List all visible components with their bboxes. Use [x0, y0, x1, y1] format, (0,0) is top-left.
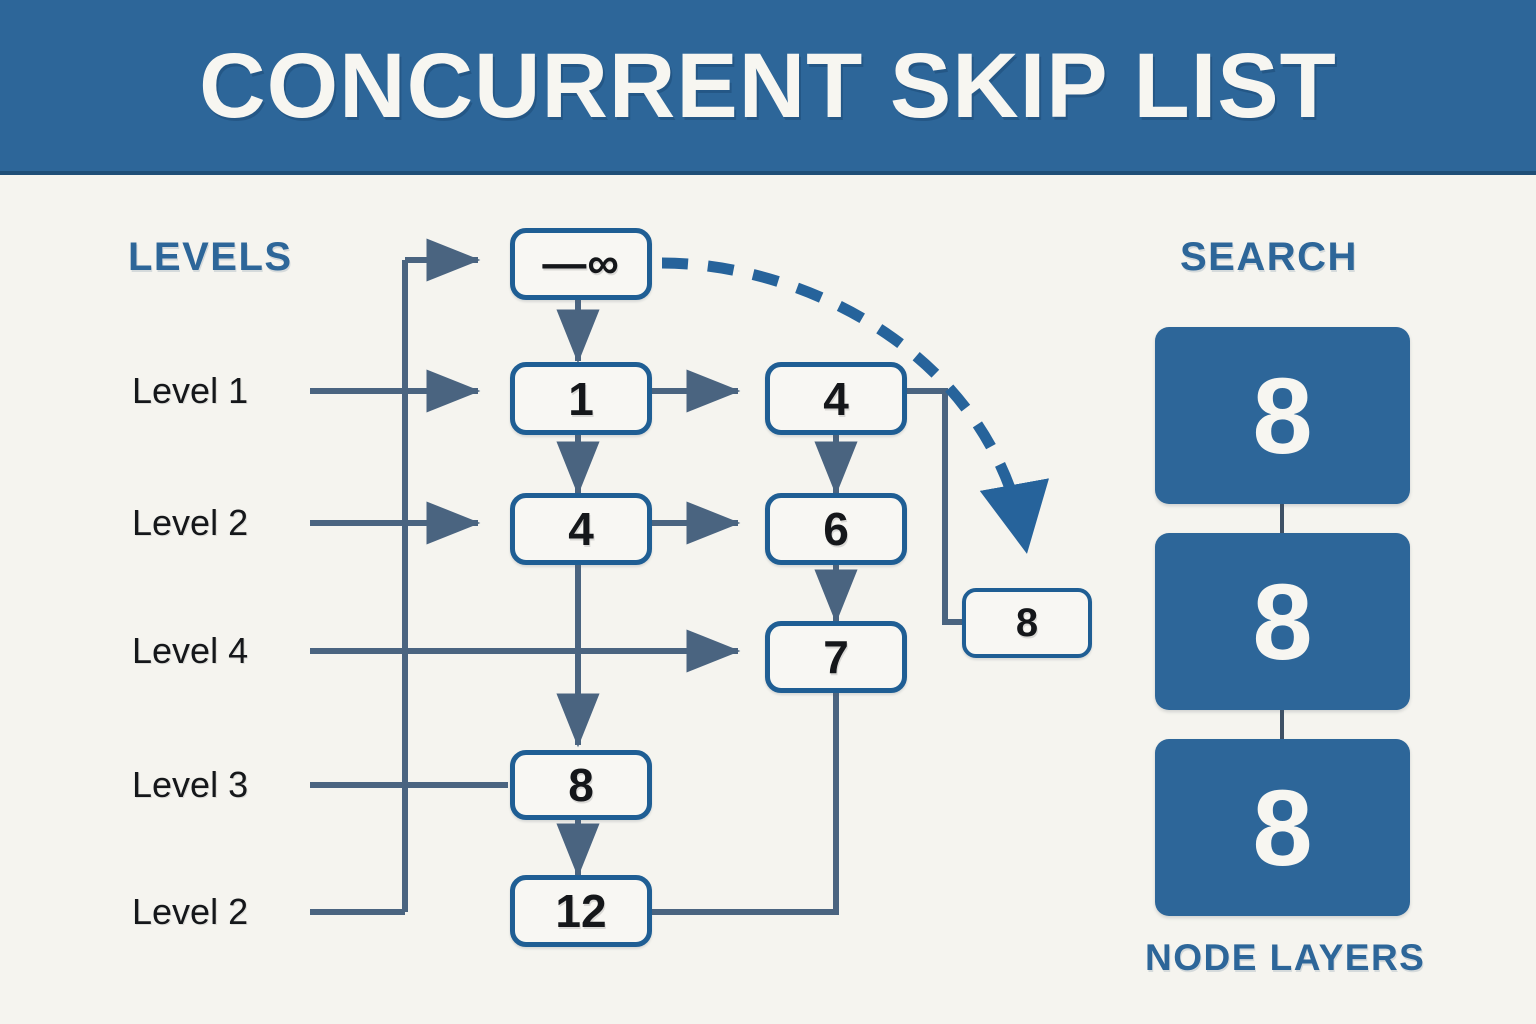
node-1[interactable]: 1 [510, 362, 652, 435]
level-label-2-bottom: Level 2 [132, 891, 249, 932]
page-title: CONCURRENT SKIP LIST [199, 34, 1337, 137]
layer-connector-2 [1280, 710, 1284, 739]
node-6[interactable]: 6 [765, 493, 907, 565]
level-label-4: Level 4 [132, 630, 249, 671]
levels-heading: LEVELS [128, 235, 293, 279]
diagram-stage: LEVELS Level 1 Level 2 Level 4 Level 3 L… [0, 175, 1536, 1024]
node-4-level1[interactable]: 4 [765, 362, 907, 435]
search-heading: SEARCH [1180, 235, 1358, 279]
node-8[interactable]: 8 [510, 750, 652, 820]
wire-4right-to-8small [907, 388, 962, 625]
connector-layer [310, 238, 1049, 915]
wire-7-to-12 [652, 693, 839, 915]
node-8-target[interactable]: 8 [962, 588, 1092, 658]
level-label-3: Level 3 [132, 764, 249, 805]
node-layers-heading: NODE LAYERS [1145, 937, 1426, 978]
node-4-level2[interactable]: 4 [510, 493, 652, 565]
search-layer-card-3[interactable]: 8 [1155, 739, 1410, 916]
header-bar: CONCURRENT SKIP LIST [0, 0, 1536, 175]
search-layer-card-2[interactable]: 8 [1155, 533, 1410, 710]
search-layer-card-1[interactable]: 8 [1155, 327, 1410, 504]
layer-connector-1 [1280, 504, 1284, 533]
dashed-search-path [661, 257, 1049, 554]
level-label-2: Level 2 [132, 502, 249, 543]
node-negative-infinity[interactable]: —∞ [510, 228, 652, 300]
level-label-1: Level 1 [132, 370, 249, 411]
node-7[interactable]: 7 [765, 621, 907, 693]
node-12[interactable]: 12 [510, 875, 652, 947]
